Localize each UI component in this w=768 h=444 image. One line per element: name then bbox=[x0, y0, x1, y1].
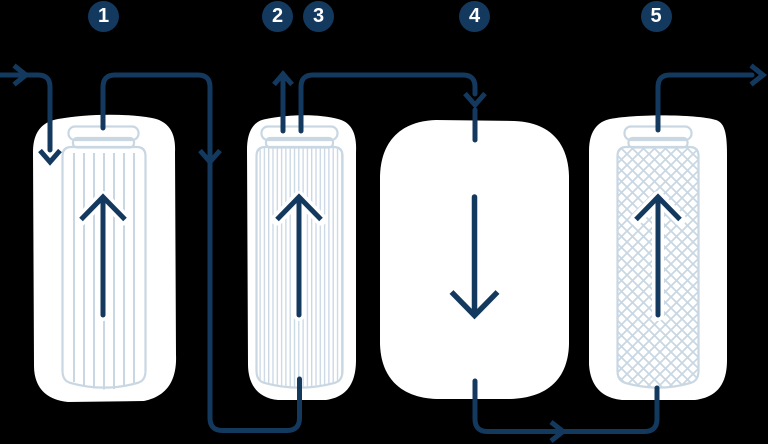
arrowhead-right-icon bbox=[549, 420, 568, 443]
flow-pipe-inlet bbox=[0, 63, 62, 166]
filter-1-body bbox=[61, 145, 147, 389]
flow-pipe-stage4-to-stage5 bbox=[472, 378, 660, 443]
filter-2-up-flow-arrow bbox=[271, 191, 327, 321]
arrowhead-down-icon bbox=[449, 290, 500, 320]
arrowhead-right-icon bbox=[12, 63, 31, 87]
pipe-line bbox=[655, 72, 755, 133]
filter-5-up-flow-arrow bbox=[630, 191, 686, 321]
arrowhead-down-icon bbox=[38, 148, 62, 166]
flow-pipe-stage1-to-stage2 bbox=[100, 72, 302, 433]
pipe-line bbox=[0, 72, 53, 153]
stage-badge-4: 4 bbox=[459, 1, 490, 32]
arrowhead-up-icon bbox=[272, 70, 294, 87]
tank-4-down-flow-arrow bbox=[449, 194, 500, 320]
arrowhead-down-icon bbox=[198, 148, 222, 166]
stage-badge-1: 1 bbox=[88, 1, 119, 32]
flow-pipe-stage3-to-stage4 bbox=[298, 72, 487, 143]
filter-1-up-flow-arrow bbox=[75, 191, 131, 321]
arrowhead-down-icon bbox=[463, 91, 487, 109]
flow-pipe-outlet bbox=[655, 63, 768, 133]
arrowhead-right-icon bbox=[749, 63, 768, 87]
arrowhead-up-icon bbox=[634, 193, 682, 222]
stage-badge-3: 3 bbox=[303, 1, 334, 32]
stage-badge-5: 5 bbox=[640, 1, 672, 32]
arrowhead-up-icon bbox=[79, 193, 127, 222]
flow-pipe-stage2-out-up bbox=[272, 70, 294, 134]
pipe-line bbox=[100, 72, 302, 433]
arrowhead-up-icon bbox=[275, 193, 323, 222]
pipe-line bbox=[298, 72, 478, 134]
stage-badge-2: 2 bbox=[262, 1, 293, 32]
